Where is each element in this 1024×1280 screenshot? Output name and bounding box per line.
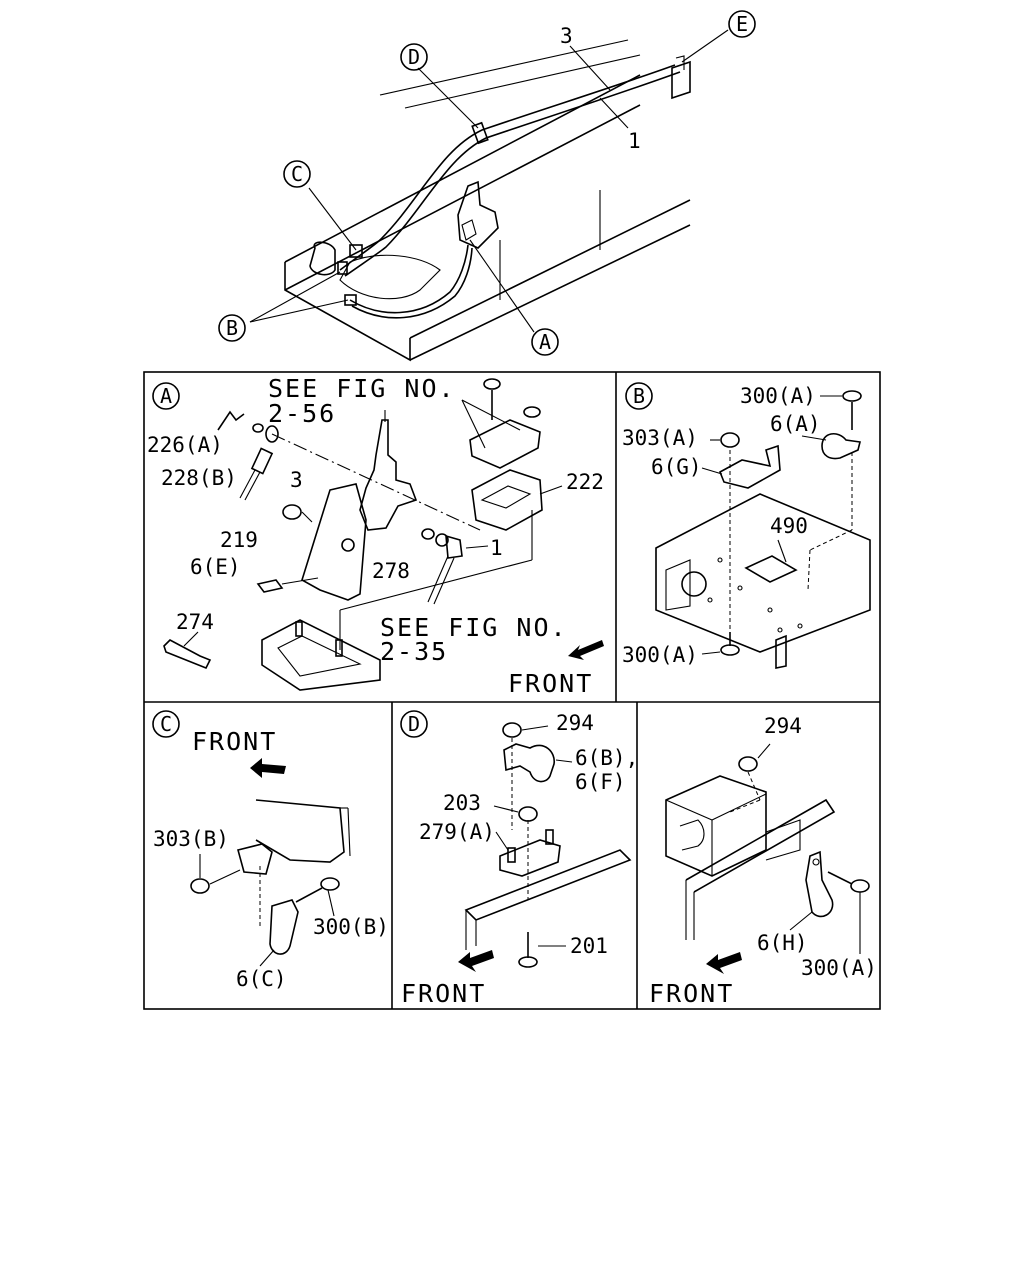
clamp-6E	[256, 579, 284, 593]
front-arrow-icon-E	[706, 952, 742, 974]
label-226A: 226(A)	[147, 433, 223, 457]
bolt-201	[518, 956, 538, 968]
label-201: 201	[570, 934, 608, 958]
label-300A-bottom: 300(A)	[622, 643, 698, 667]
label-6B: 6(B),	[575, 746, 638, 770]
bolt-300A-E	[850, 879, 870, 893]
label-6G: 6(G)	[651, 455, 702, 479]
panel-C-letter: C	[160, 712, 172, 736]
label-203: 203	[443, 791, 481, 815]
chassis-frame-D	[464, 849, 632, 921]
callout-E: E	[728, 10, 756, 38]
front-arrow-icon	[568, 640, 604, 660]
part-label-3: 3	[560, 24, 573, 48]
callout-C-label: C	[291, 162, 303, 186]
panel-D-letter: D	[408, 712, 420, 736]
parking-lever	[359, 419, 418, 531]
label-294-D: 294	[556, 711, 594, 735]
front-arrow-icon-D	[458, 950, 494, 972]
nut-294-D	[502, 722, 522, 738]
label-274: 274	[176, 610, 214, 634]
label-228B: 228(B)	[161, 466, 237, 490]
part-label-1: 1	[628, 129, 641, 153]
callout-B: B	[218, 314, 246, 342]
rod-end-1	[445, 534, 463, 559]
front-label-C: FRONT	[192, 727, 277, 756]
base-plate	[261, 619, 381, 691]
label-303B: 303(B)	[153, 827, 229, 851]
label-294-E: 294	[764, 714, 802, 738]
nut-303A	[720, 432, 740, 448]
clip-6C	[269, 899, 299, 955]
clip-226A	[217, 410, 245, 431]
callout-D: D	[400, 43, 428, 71]
label-278: 278	[372, 559, 410, 583]
label-490: 490	[770, 514, 808, 538]
label-6C: 6(C)	[236, 967, 287, 991]
panel-C: C FRONT 303(B) 300(B) 6(C)	[152, 710, 389, 991]
bolt-300A-bottom	[720, 644, 740, 656]
label-6F: 6(F)	[575, 770, 626, 794]
bracket-279A	[499, 839, 561, 877]
bracket-6G	[718, 444, 781, 489]
chassis-frame-C	[255, 799, 345, 863]
see-fig-text-1: SEE FIG NO.	[268, 374, 456, 403]
label-300A-top: 300(A)	[740, 384, 816, 408]
label-1: 1	[490, 536, 503, 560]
label-6E: 6(E)	[190, 555, 241, 579]
panel-B: B 300(A) 303(A) 6(A) 6(G) 490 300(A)	[622, 382, 871, 669]
bracket-222	[471, 469, 543, 531]
panel-A-letter: A	[160, 384, 172, 408]
clip-6A	[821, 433, 861, 460]
cable-tie-274	[163, 639, 212, 670]
label-plate-490	[744, 555, 798, 583]
front-label-E: FRONT	[649, 979, 734, 1008]
panel-D: D 294 6(B), 6(F) 203 279(A) 201 FRONT	[400, 710, 638, 1008]
see-fig-text-2: SEE FIG NO.	[380, 613, 568, 642]
panel-B-letter: B	[633, 384, 645, 408]
callout-A-label: A	[539, 330, 551, 354]
cable-end-3	[250, 447, 274, 475]
label-219: 219	[220, 528, 258, 552]
label-279A: 279(A)	[419, 820, 495, 844]
panel-A: A SEE FIG NO. 2-56 SEE FIG NO. 2-35 FRON…	[147, 374, 604, 698]
callout-D-label: D	[408, 45, 420, 69]
panel-grid	[143, 371, 881, 1010]
label-303A: 303(A)	[622, 426, 698, 450]
front-arrow-icon-C	[250, 758, 286, 778]
label-6H: 6(H)	[757, 931, 808, 955]
label-3: 3	[290, 468, 303, 492]
overview-illustration: D C B A E 3 1	[218, 10, 756, 362]
label-300B: 300(B)	[313, 915, 389, 939]
bolt-300A-top	[842, 390, 862, 402]
callout-A: A	[531, 328, 559, 356]
chassis-frame-E	[685, 798, 836, 893]
callout-B-label: B	[226, 316, 238, 340]
washer-228B	[252, 423, 264, 433]
label-300A-E: 300(A)	[801, 956, 877, 980]
front-label-A: FRONT	[508, 669, 593, 698]
bolt-300B	[320, 877, 340, 891]
washer-278	[421, 528, 435, 540]
clamp-6B-6F	[503, 743, 555, 783]
label-222: 222	[566, 470, 604, 494]
callout-C: C	[283, 160, 311, 188]
see-fig-number-1: 2-56	[268, 399, 336, 428]
nut-203	[518, 806, 538, 822]
nut-294-E	[738, 756, 758, 772]
front-label-D: FRONT	[401, 979, 486, 1008]
label-6A: 6(A)	[770, 412, 821, 436]
bracket-C	[237, 843, 273, 875]
panel-E: 294 6(H) 300(A) FRONT	[649, 714, 877, 1008]
callout-E-label: E	[736, 12, 748, 36]
nut-219	[282, 504, 302, 520]
nut-303B	[190, 878, 210, 894]
see-fig-number-2: 2-35	[380, 637, 448, 666]
